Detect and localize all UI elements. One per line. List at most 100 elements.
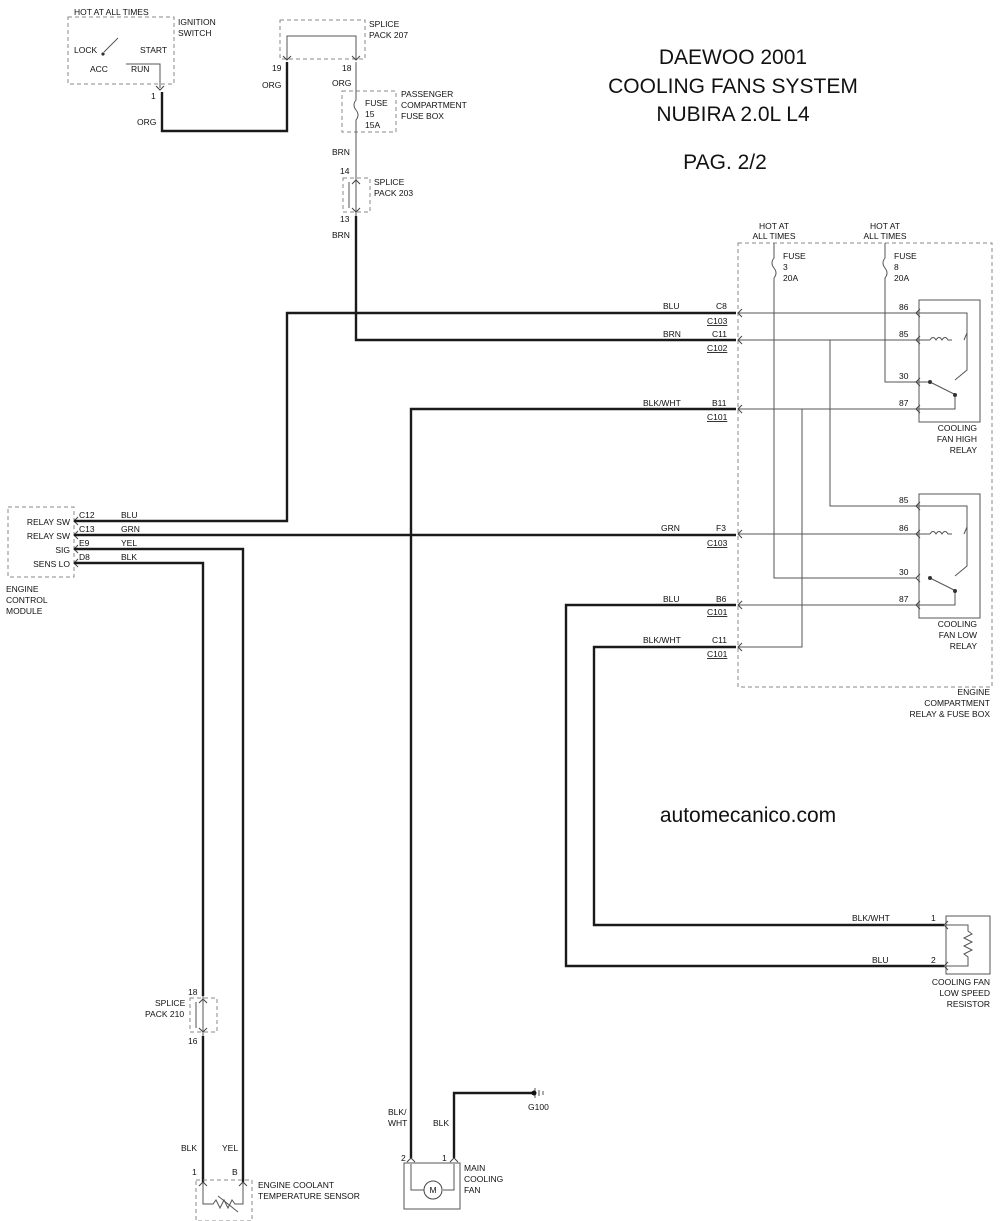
ecm-row-4-label: SENS LO xyxy=(33,559,70,569)
ground-point xyxy=(531,1090,537,1096)
pfuse-wire-brn: BRN xyxy=(332,147,350,157)
sensor-thermistor xyxy=(202,1182,244,1210)
resistor-wire-2: BLU xyxy=(872,955,889,965)
ignition-name-2: SWITCH xyxy=(178,28,212,38)
splice-210-bus xyxy=(195,996,204,1036)
conn-b11-pin: B11 xyxy=(712,398,727,408)
splice-pack-210: SPLICE PACK 210 18 16 xyxy=(145,987,218,1046)
splice-203-name-1: SPLICE xyxy=(374,177,405,187)
splice-203-bus xyxy=(348,176,357,216)
low-speed-resistor: 1 2 BLK/WHT BLU COOLING FAN LOW SPEED RE… xyxy=(852,913,991,1009)
ignition-switch-blade xyxy=(103,37,119,53)
splice-207-pin-19: 19 xyxy=(272,63,282,73)
splice-210-name-1: SPLICE xyxy=(155,998,186,1008)
ignition-run-label: RUN xyxy=(131,64,149,74)
high-relay-internals xyxy=(916,312,968,410)
ignition-start-label: START xyxy=(140,45,167,55)
low-relay-box xyxy=(918,493,981,619)
ecm-name-1: ENGINE xyxy=(6,584,39,594)
fan-name-1: MAIN xyxy=(464,1163,485,1173)
splice-210-name-2: PACK 210 xyxy=(145,1009,184,1019)
ignition-hot-label: HOT AT ALL TIMES xyxy=(74,7,149,17)
conn-c103-a: C103 xyxy=(707,316,728,326)
ecm-row-2-wire: GRN xyxy=(121,524,140,534)
high-relay-pin-87: 87 xyxy=(899,398,909,408)
title-line-1: DAEWOO 2001 xyxy=(659,46,807,69)
sensor-pin-1: 1 xyxy=(192,1167,197,1177)
high-relay-pin-85: 85 xyxy=(899,329,909,339)
fuse-3-label: FUSE xyxy=(783,251,806,261)
splice-207-box xyxy=(279,19,366,60)
high-relay-pin-30: 30 xyxy=(899,371,909,381)
resistor-pin-1: 1 xyxy=(931,913,936,923)
wire-blkwht-b11-to-fan xyxy=(409,407,736,1158)
conn-c11-wire: BRN xyxy=(663,329,681,339)
ignition-wire-org: ORG xyxy=(137,117,156,127)
hot-at-2-line-1: HOT AT xyxy=(870,221,900,231)
sensor-pin-b: B xyxy=(232,1167,238,1177)
high-relay-pivot xyxy=(928,380,932,384)
ecm-row-1-wire: BLU xyxy=(121,510,138,520)
hot-at-1-line-1: HOT AT xyxy=(759,221,789,231)
fan-wire-left-2: WHT xyxy=(388,1118,407,1128)
high-relay-name-3: RELAY xyxy=(950,445,978,455)
int-wire-c11-to-b11 xyxy=(738,409,803,648)
resistor-pin-2: 2 xyxy=(931,955,936,965)
fuse-3-amps: 20A xyxy=(783,273,798,283)
engine-control-module: RELAY SW RELAY SW SIG SENS LO C12 C13 E9… xyxy=(6,506,140,616)
wire-blu-b6-to-resistor xyxy=(564,603,944,968)
fan-motor-label: M xyxy=(429,1185,436,1195)
main-cooling-fan: G100 BLK/ WHT BLK 2 1 M MAIN COOLING FAN xyxy=(388,1088,549,1210)
resistor-name-2: LOW SPEED xyxy=(939,988,990,998)
engine-relay-fuse-box: HOT AT ALL TIMES HOT AT ALL TIMES FUSE 3… xyxy=(643,221,993,719)
pfuse-name-3: FUSE BOX xyxy=(401,111,444,121)
fuse-8-label: FUSE xyxy=(894,251,917,261)
ecm-name-3: MODULE xyxy=(6,606,43,616)
resistor-wire-1: BLK/WHT xyxy=(852,913,890,923)
conn-c11b-wire: BLK/WHT xyxy=(643,635,681,645)
splice-207-bus xyxy=(286,35,357,60)
fuse-3-feed xyxy=(771,243,916,579)
fan-name-2: COOLING xyxy=(464,1174,503,1184)
low-relay-pin-85: 85 xyxy=(899,495,909,505)
high-relay-pin-86: 86 xyxy=(899,302,909,312)
ecm-box xyxy=(7,506,75,578)
high-relay-name-1: COOLING xyxy=(938,423,977,433)
conn-f3-wire: GRN xyxy=(661,523,680,533)
conn-c11-pin: C11 xyxy=(712,329,727,339)
resistor-name-1: COOLING FAN xyxy=(932,977,990,987)
wire-blk-fan-to-ground xyxy=(452,1091,534,1158)
sensor-wire-blk: BLK xyxy=(181,1143,197,1153)
conn-b6-wire: BLU xyxy=(663,594,680,604)
resistor-name-3: RESISTOR xyxy=(947,999,990,1009)
conn-f3-pin: F3 xyxy=(716,523,726,533)
low-relay-name-3: RELAY xyxy=(950,641,978,651)
wire-blk-sens-lo xyxy=(74,561,205,996)
low-relay-pin-87: 87 xyxy=(899,594,909,604)
title-line-2: COOLING FANS SYSTEM xyxy=(608,75,858,98)
fuse-3-number: 3 xyxy=(783,262,788,272)
low-relay-internals xyxy=(916,505,968,606)
pfuse-name-2: COMPARTMENT xyxy=(401,100,467,110)
passenger-fuse-box-outline xyxy=(341,90,397,133)
ecm-row-2-pin: C13 xyxy=(79,524,95,534)
relay-box-name-1: ENGINE xyxy=(957,687,990,697)
ignition-switch-box xyxy=(67,16,175,85)
splice-207-conn-18 xyxy=(351,55,361,61)
splice-207-wire-right: ORG xyxy=(332,78,351,88)
conn-c101-b: C101 xyxy=(707,607,728,617)
splice-207-wire-left: ORG xyxy=(262,80,281,90)
ecm-row-1-label: RELAY SW xyxy=(27,517,70,527)
low-relay-pin-30: 30 xyxy=(899,567,909,577)
wire-org-ignition xyxy=(160,62,289,133)
fan-wire-right: BLK xyxy=(433,1118,449,1128)
conn-c8-wire: BLU xyxy=(663,301,680,311)
ignition-switch-pivot xyxy=(101,52,105,56)
ecm-row-2-label: RELAY SW xyxy=(27,531,70,541)
fuse-15-amps: 15A xyxy=(365,120,380,130)
splice-pack-207: SPLICE PACK 207 19 18 ORG ORG xyxy=(262,19,408,90)
title-block: DAEWOO 2001 COOLING FANS SYSTEM NUBIRA 2… xyxy=(608,46,858,174)
fuse-8-feed xyxy=(882,243,916,383)
resistor-box xyxy=(945,915,991,975)
conn-c8-pin: C8 xyxy=(716,301,727,311)
